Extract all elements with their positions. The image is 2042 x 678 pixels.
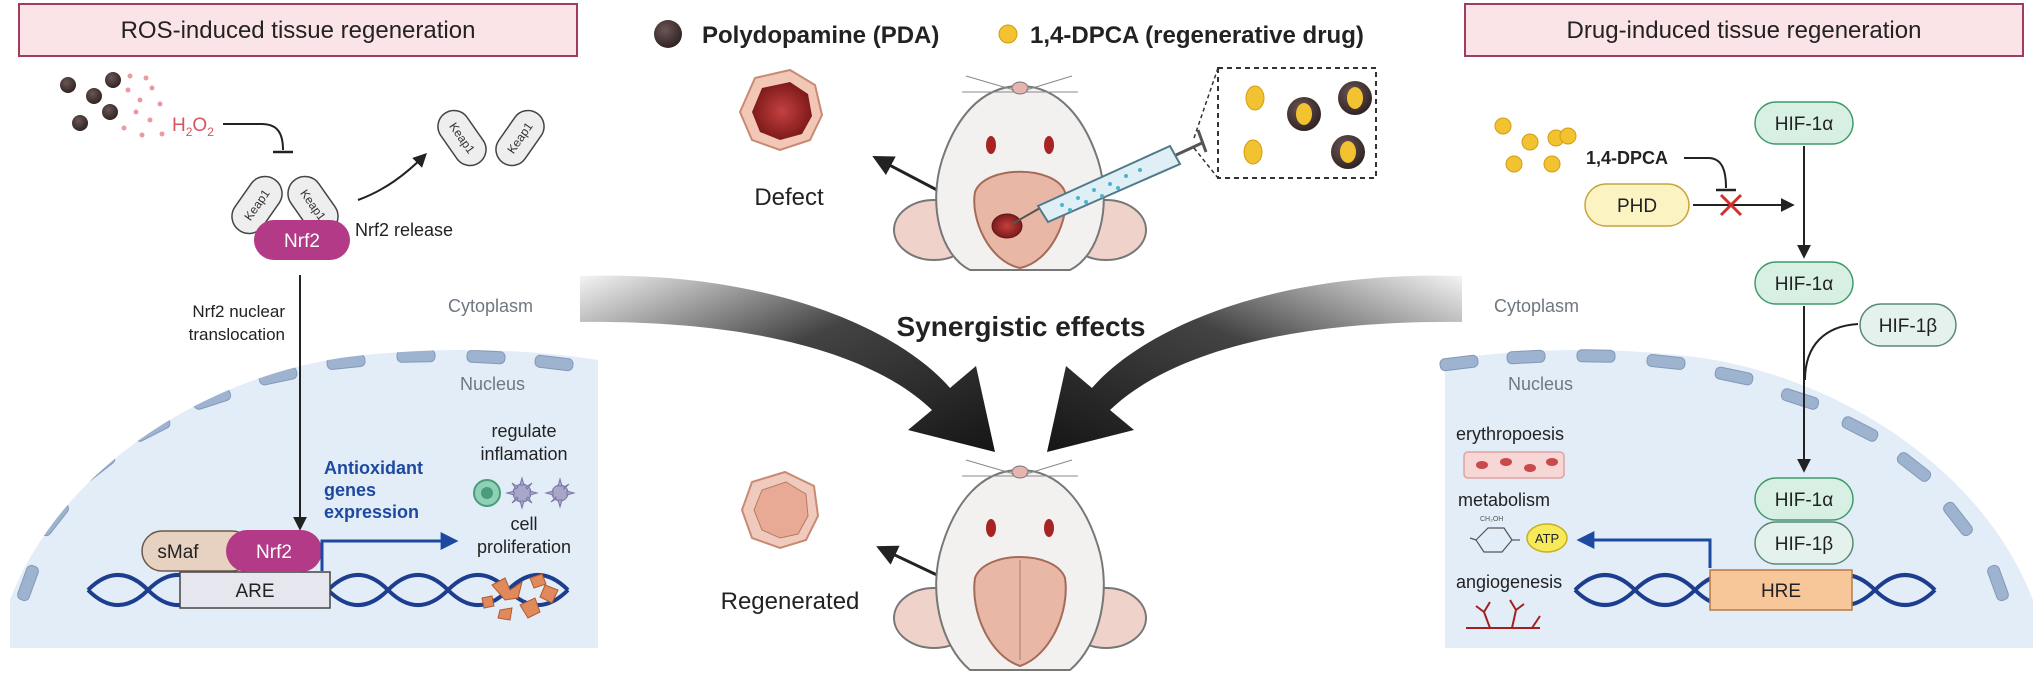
right-nucleus-label: Nucleus bbox=[1508, 374, 1573, 394]
regenerated-tissue-icon bbox=[740, 470, 820, 550]
atp-label: ATP bbox=[1535, 531, 1559, 546]
inset-particles bbox=[1243, 81, 1372, 169]
left-title: ROS-induced tissue regeneration bbox=[121, 17, 476, 44]
hif1b-dimer bbox=[1754, 521, 1854, 565]
proliferating-cells-icon bbox=[481, 573, 559, 621]
ros-dots bbox=[121, 73, 165, 138]
nrf2-nucleus-label: Nrf2 bbox=[256, 542, 292, 563]
hre-label: HRE bbox=[1761, 581, 1801, 602]
metabolism-label: metabolism bbox=[1458, 490, 1550, 510]
mouse-regenerated-icon bbox=[893, 459, 1147, 671]
erythropoesis-label: erythropoesis bbox=[1456, 424, 1564, 444]
keap1-dimer-free: Keap1 Keap1 bbox=[437, 109, 545, 167]
hif1b-free-label: HIF-1β bbox=[1879, 316, 1938, 337]
right-cytoplasm-label: Cytoplasm bbox=[1494, 296, 1579, 316]
inhibit-cross-icon bbox=[1719, 193, 1743, 217]
h2o2-inhibition-line bbox=[223, 123, 284, 151]
right-title-box bbox=[1464, 3, 2024, 57]
antioxidant-label-2: genes bbox=[324, 480, 376, 500]
translocation-label-1: Nrf2 nuclear bbox=[192, 302, 285, 321]
hre-box bbox=[1709, 569, 1853, 611]
immune-cells-icon bbox=[473, 476, 576, 510]
synergistic-label: Synergistic effects bbox=[897, 311, 1146, 342]
antioxidant-label-3: expression bbox=[324, 502, 419, 522]
defect-label: Defect bbox=[754, 184, 824, 211]
right-title: Drug-induced tissue regeneration bbox=[1567, 17, 1922, 44]
right-panel: Drug-induced tissue regeneration 1,4-DPC… bbox=[1439, 3, 2033, 648]
keap1-release-arrow bbox=[357, 153, 427, 201]
hif1b-dimer-label: HIF-1β bbox=[1775, 534, 1834, 555]
phd-protein bbox=[1584, 183, 1690, 227]
glucose-icon: CH₂OH bbox=[1469, 516, 1520, 553]
effect-inflammation-2: inflamation bbox=[480, 444, 567, 464]
expression-arrow bbox=[320, 532, 459, 571]
dpca-particles-right bbox=[1494, 117, 1577, 173]
angiogenesis-label: angiogenesis bbox=[1456, 572, 1562, 592]
center-panel: Polydopamine (PDA) 1,4-DPCA (regenerativ… bbox=[580, 20, 1462, 671]
phd-label: PHD bbox=[1617, 196, 1657, 217]
dpca-label: 1,4-DPCA bbox=[1586, 148, 1668, 168]
mouse-defect-icon bbox=[893, 75, 1147, 271]
effect-inflammation-1: regulate bbox=[491, 421, 556, 441]
hif1a-middle-label: HIF-1α bbox=[1775, 274, 1834, 295]
translocation-label-2: translocation bbox=[189, 325, 285, 344]
left-title-box bbox=[18, 3, 578, 57]
are-box bbox=[179, 571, 331, 609]
dpca-legend-label: 1,4-DPCA (regenerative drug) bbox=[1030, 22, 1364, 49]
h2o2-label: H2O2 bbox=[172, 115, 214, 139]
effect-proliferation-2: proliferation bbox=[477, 537, 571, 557]
left-cytoplasm-mask bbox=[10, 338, 598, 600]
left-cytoplasm-label: Cytoplasm bbox=[448, 296, 533, 316]
svg-text:CH₂OH: CH₂OH bbox=[1480, 516, 1503, 523]
hif1b-join-line bbox=[1804, 323, 1859, 381]
antioxidant-label-1: Antioxidant bbox=[324, 458, 423, 478]
defect-tissue-icon bbox=[738, 68, 824, 152]
regenerated-label: Regenerated bbox=[721, 588, 860, 615]
left-synergy-arrow bbox=[580, 275, 995, 452]
right-synergy-arrow bbox=[1047, 275, 1462, 452]
keap1-dimer-bound: Keap1 Keap1 bbox=[231, 175, 339, 235]
hif1a-top-label: HIF-1α bbox=[1775, 114, 1834, 135]
hif1a-dimer bbox=[1754, 477, 1854, 521]
atp-icon bbox=[1526, 523, 1568, 553]
hif1a-dimer-label: HIF-1α bbox=[1775, 490, 1834, 511]
syringe-icon bbox=[1011, 129, 1208, 225]
effect-proliferation-1: cell bbox=[510, 514, 537, 534]
are-label: ARE bbox=[235, 581, 274, 602]
left-nucleus-mask bbox=[10, 300, 598, 338]
inset-connector-2 bbox=[1193, 147, 1219, 179]
left-nucleus-label: Nucleus bbox=[460, 374, 525, 394]
hif-expression-arrow bbox=[1576, 531, 1712, 568]
hif1b-free bbox=[1859, 303, 1957, 347]
nrf2-cytoplasm-label: Nrf2 bbox=[284, 231, 320, 252]
inset-connector-1 bbox=[1193, 67, 1219, 139]
smaf-label: sMaf bbox=[157, 542, 199, 563]
dpca-legend-icon bbox=[998, 24, 1018, 44]
angiogenesis-icon bbox=[1466, 599, 1541, 629]
hif1a-middle bbox=[1754, 261, 1854, 305]
nrf2-release-label: Nrf2 release bbox=[355, 220, 453, 240]
pda-particles-left bbox=[60, 72, 121, 131]
left-panel: ROS-induced tissue regeneration H2O2 Kea… bbox=[10, 3, 598, 648]
blood-vessel-icon bbox=[1463, 451, 1565, 479]
right-nuclear-envelope bbox=[1439, 349, 2009, 602]
pda-legend-label: Polydopamine (PDA) bbox=[702, 22, 939, 49]
dpca-inhibition-line bbox=[1684, 157, 1727, 189]
right-cytoplasm-mask bbox=[1445, 338, 2033, 600]
nrf2-nucleus bbox=[226, 530, 322, 572]
pda-legend-icon bbox=[654, 20, 682, 48]
hif1a-top bbox=[1754, 101, 1854, 145]
nrf2-cytoplasm bbox=[254, 220, 350, 260]
